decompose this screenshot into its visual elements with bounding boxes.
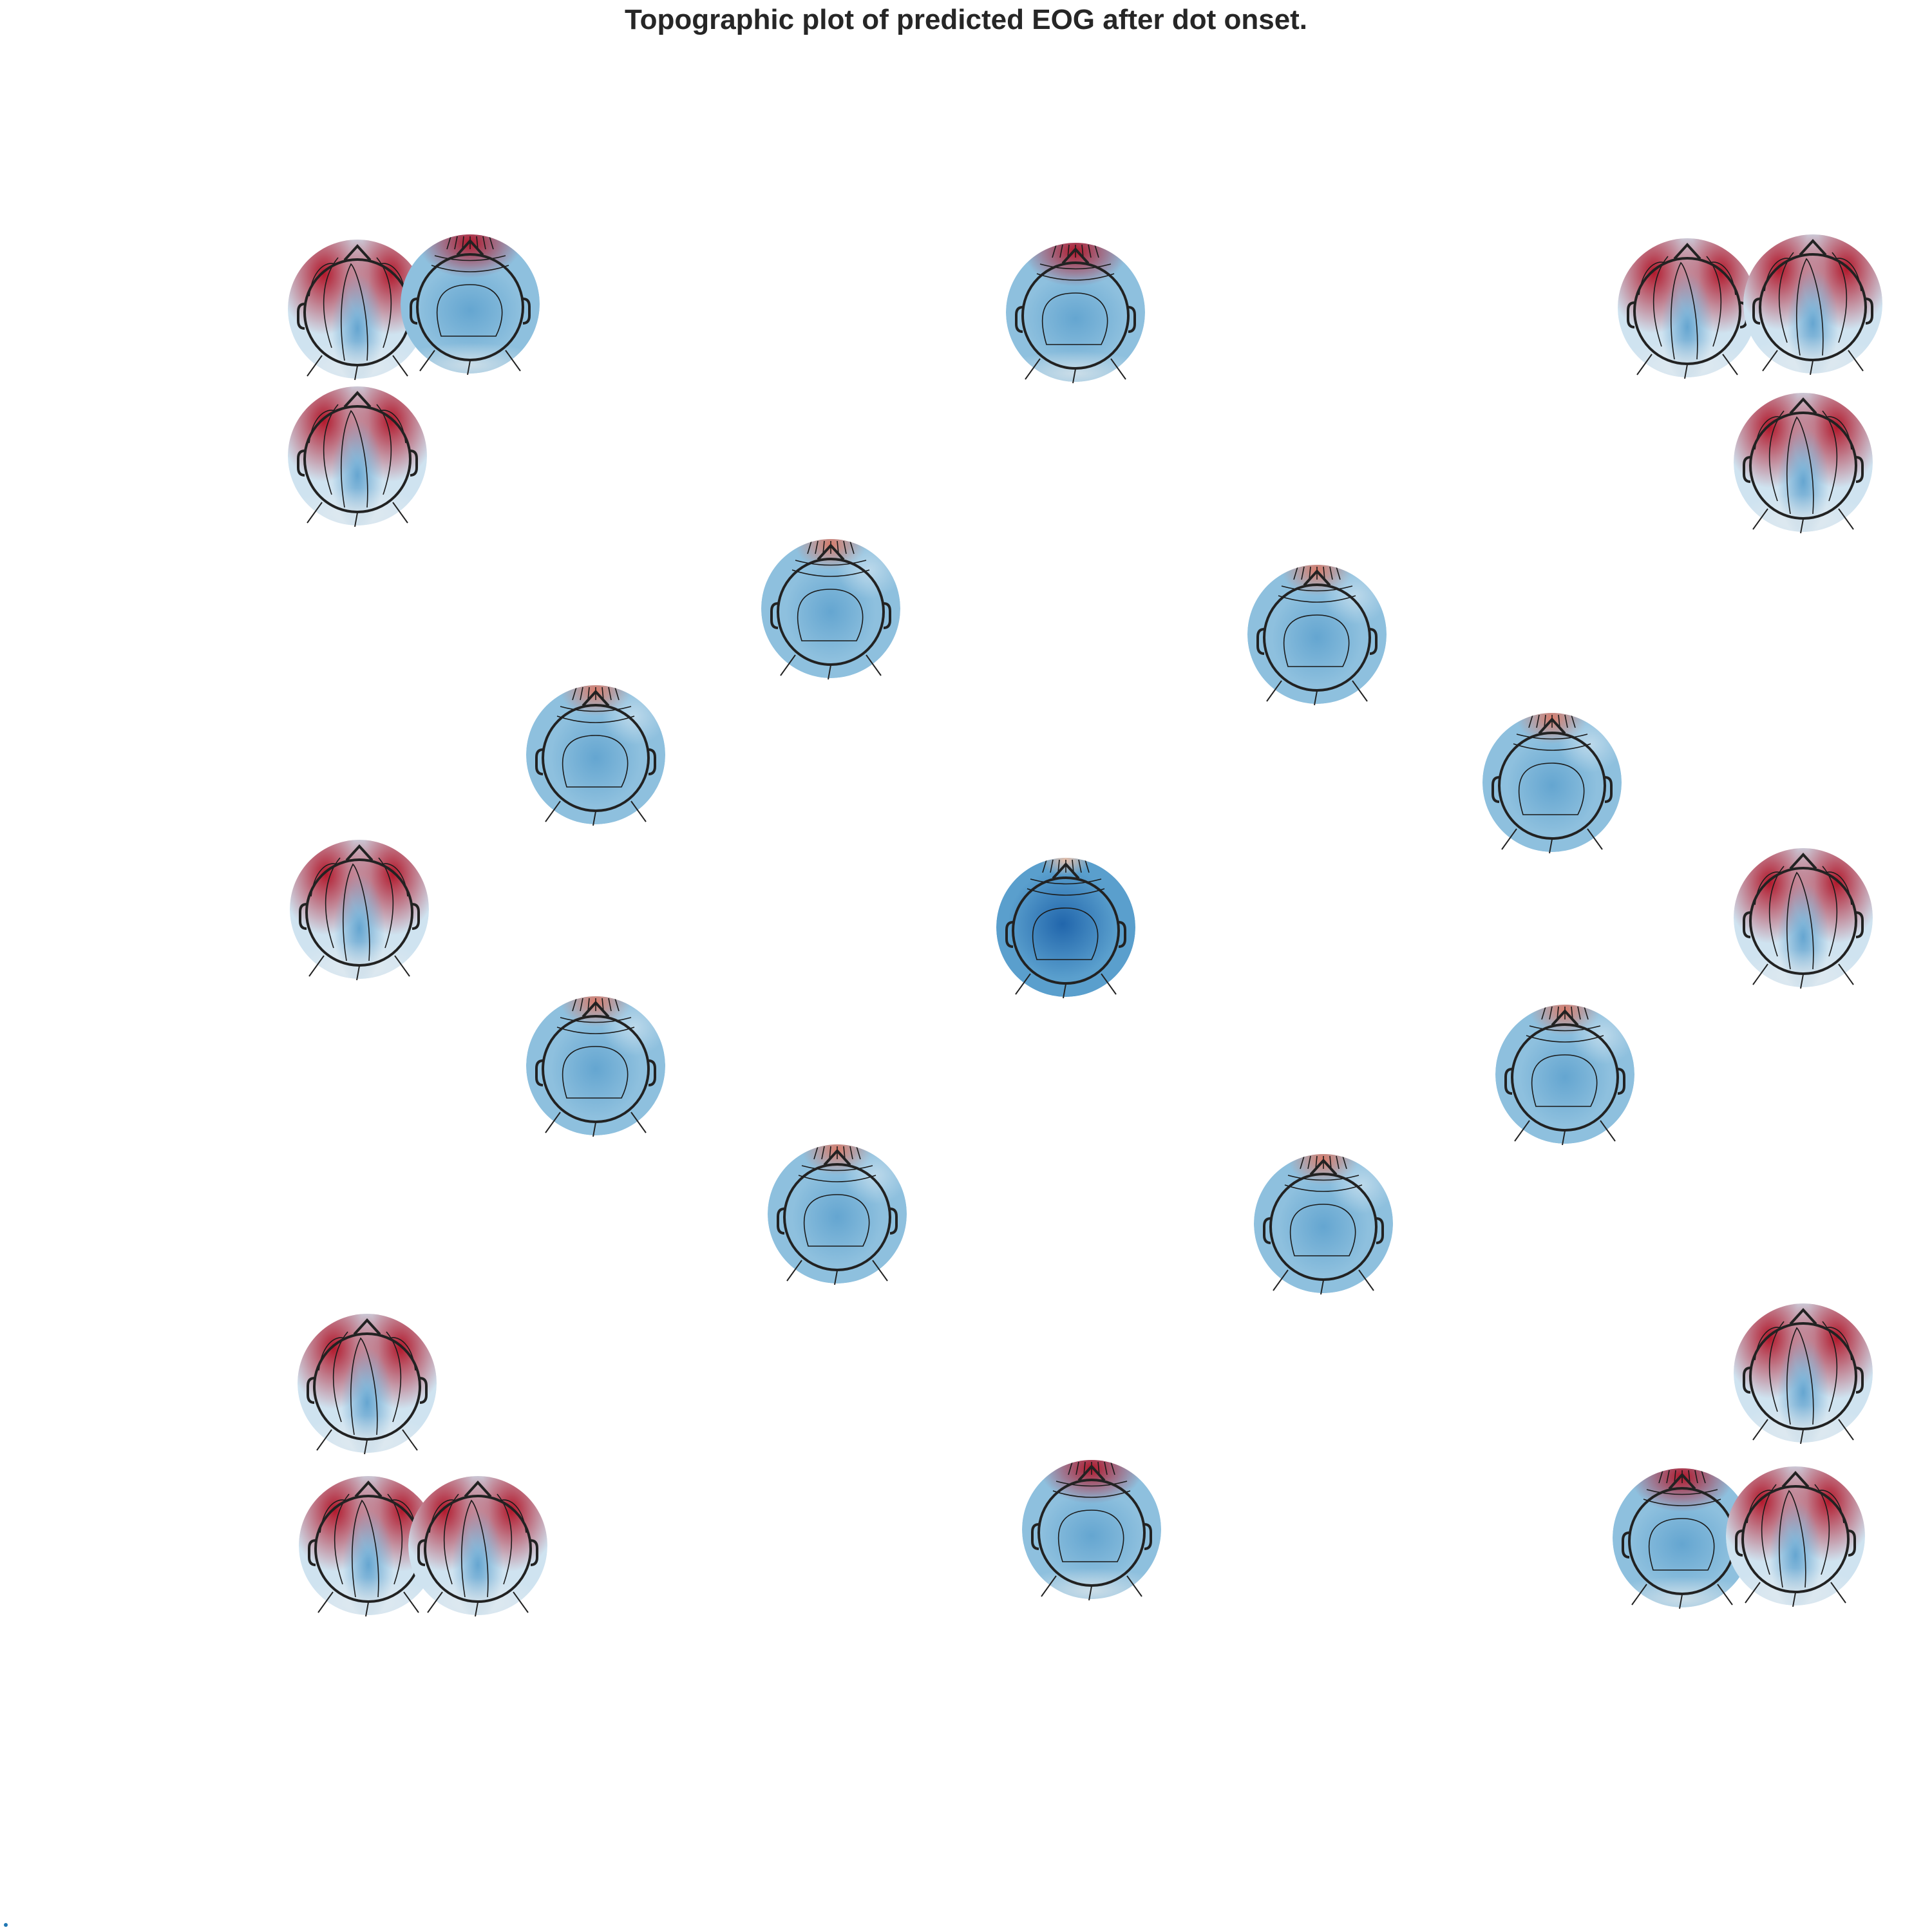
topomap-middle-left [290, 840, 429, 981]
corner-marker [4, 1923, 8, 1927]
topomap-lower-right [1734, 1303, 1873, 1444]
topomap-top-center [1006, 243, 1145, 384]
topomap-top-left-b [401, 234, 540, 375]
topomap-center [996, 858, 1135, 999]
topomap-ring1-upper-left [761, 539, 900, 680]
topomap-bottom-center [1022, 1460, 1161, 1601]
topomap-ring2-lower-right [1495, 1005, 1634, 1146]
topomap-ring1-lower-right [1254, 1154, 1393, 1295]
topomap-ring1-lower-left [768, 1144, 907, 1285]
topomap-ring1-upper-right [1247, 565, 1387, 706]
topomap-top-right-b [1743, 234, 1882, 375]
topomap-upper-right [1734, 393, 1873, 534]
topomap-bottom-left-b [408, 1476, 547, 1617]
topomap-ring2-upper-right [1482, 713, 1622, 854]
topomap-top-right-a [1618, 238, 1757, 379]
topomap-upper-left [288, 386, 427, 527]
topomap-ring2-upper-left [526, 685, 665, 826]
topomap-bottom-right-a [1613, 1468, 1752, 1609]
figure-title: Topographic plot of predicted EOG after … [624, 4, 1308, 35]
topomap-lower-left [298, 1314, 437, 1455]
topomap-ring2-lower-left [526, 996, 665, 1137]
topomap-middle-right [1734, 848, 1873, 989]
topomap-bottom-right-b [1726, 1466, 1865, 1607]
